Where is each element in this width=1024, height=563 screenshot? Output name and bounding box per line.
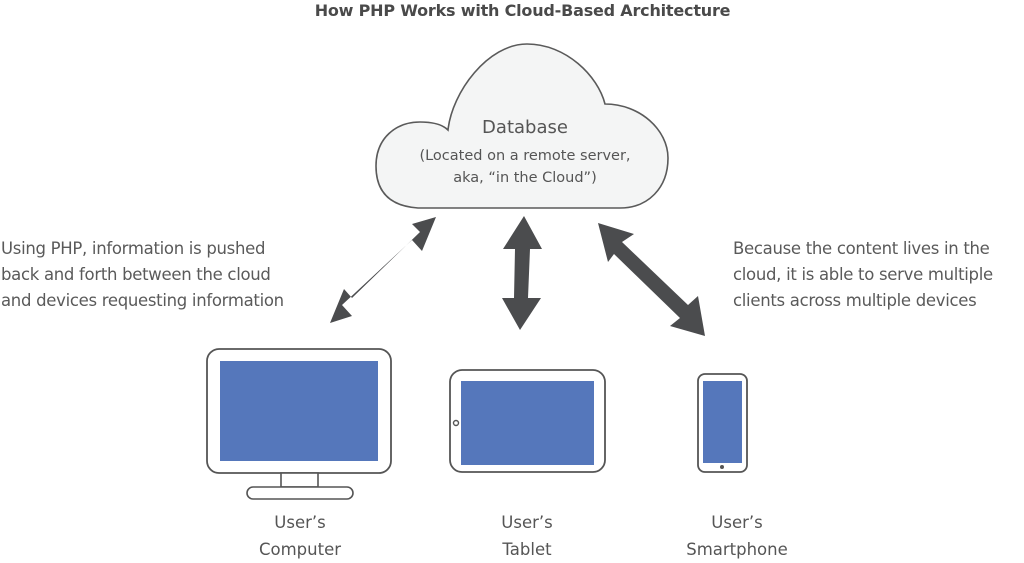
device-label-line: User’s xyxy=(274,513,326,532)
annotation-line: Using PHP, information is pushed xyxy=(1,239,266,258)
device-label-line: Smartphone xyxy=(686,540,788,559)
tablet-icon xyxy=(449,369,606,473)
diagram-title: How PHP Works with Cloud-Based Architect… xyxy=(314,1,731,20)
annotation-line: Because the content lives in the xyxy=(733,239,990,258)
tablet-home-button xyxy=(452,419,460,427)
smartphone-home-button xyxy=(720,465,724,469)
bidirectional-arrow-left xyxy=(330,217,436,323)
cloud-subtitle: (Located on a remote server, aka, “in th… xyxy=(380,145,670,189)
device-label-line: User’s xyxy=(711,513,763,532)
bidirectional-arrow-right xyxy=(598,223,705,336)
cloud-icon xyxy=(375,43,669,209)
bidirectional-arrow-center xyxy=(502,216,542,330)
cloud-title: Database xyxy=(482,117,568,138)
smartphone-icon xyxy=(697,373,748,473)
left-annotation: Using PHP, information is pushed back an… xyxy=(1,236,284,314)
tablet-label: User’s Tablet xyxy=(437,509,617,563)
annotation-line: clients across multiple devices xyxy=(733,291,977,310)
right-annotation: Because the content lives in the cloud, … xyxy=(733,236,993,314)
monitor-icon xyxy=(206,348,392,500)
annotation-line: cloud, it is able to serve multiple xyxy=(733,265,993,284)
device-label-line: User’s xyxy=(501,513,553,532)
annotation-line: back and forth between the cloud xyxy=(1,265,271,284)
smartphone-label: User’s Smartphone xyxy=(647,509,827,563)
device-label-line: Tablet xyxy=(502,540,552,559)
cloud-subtitle-line: aka, “in the Cloud”) xyxy=(453,170,597,186)
computer-label: User’s Computer xyxy=(210,509,390,563)
device-label-line: Computer xyxy=(258,540,342,559)
cloud-subtitle-line: (Located on a remote server, xyxy=(419,148,631,164)
annotation-line: and devices requesting information xyxy=(1,291,284,310)
